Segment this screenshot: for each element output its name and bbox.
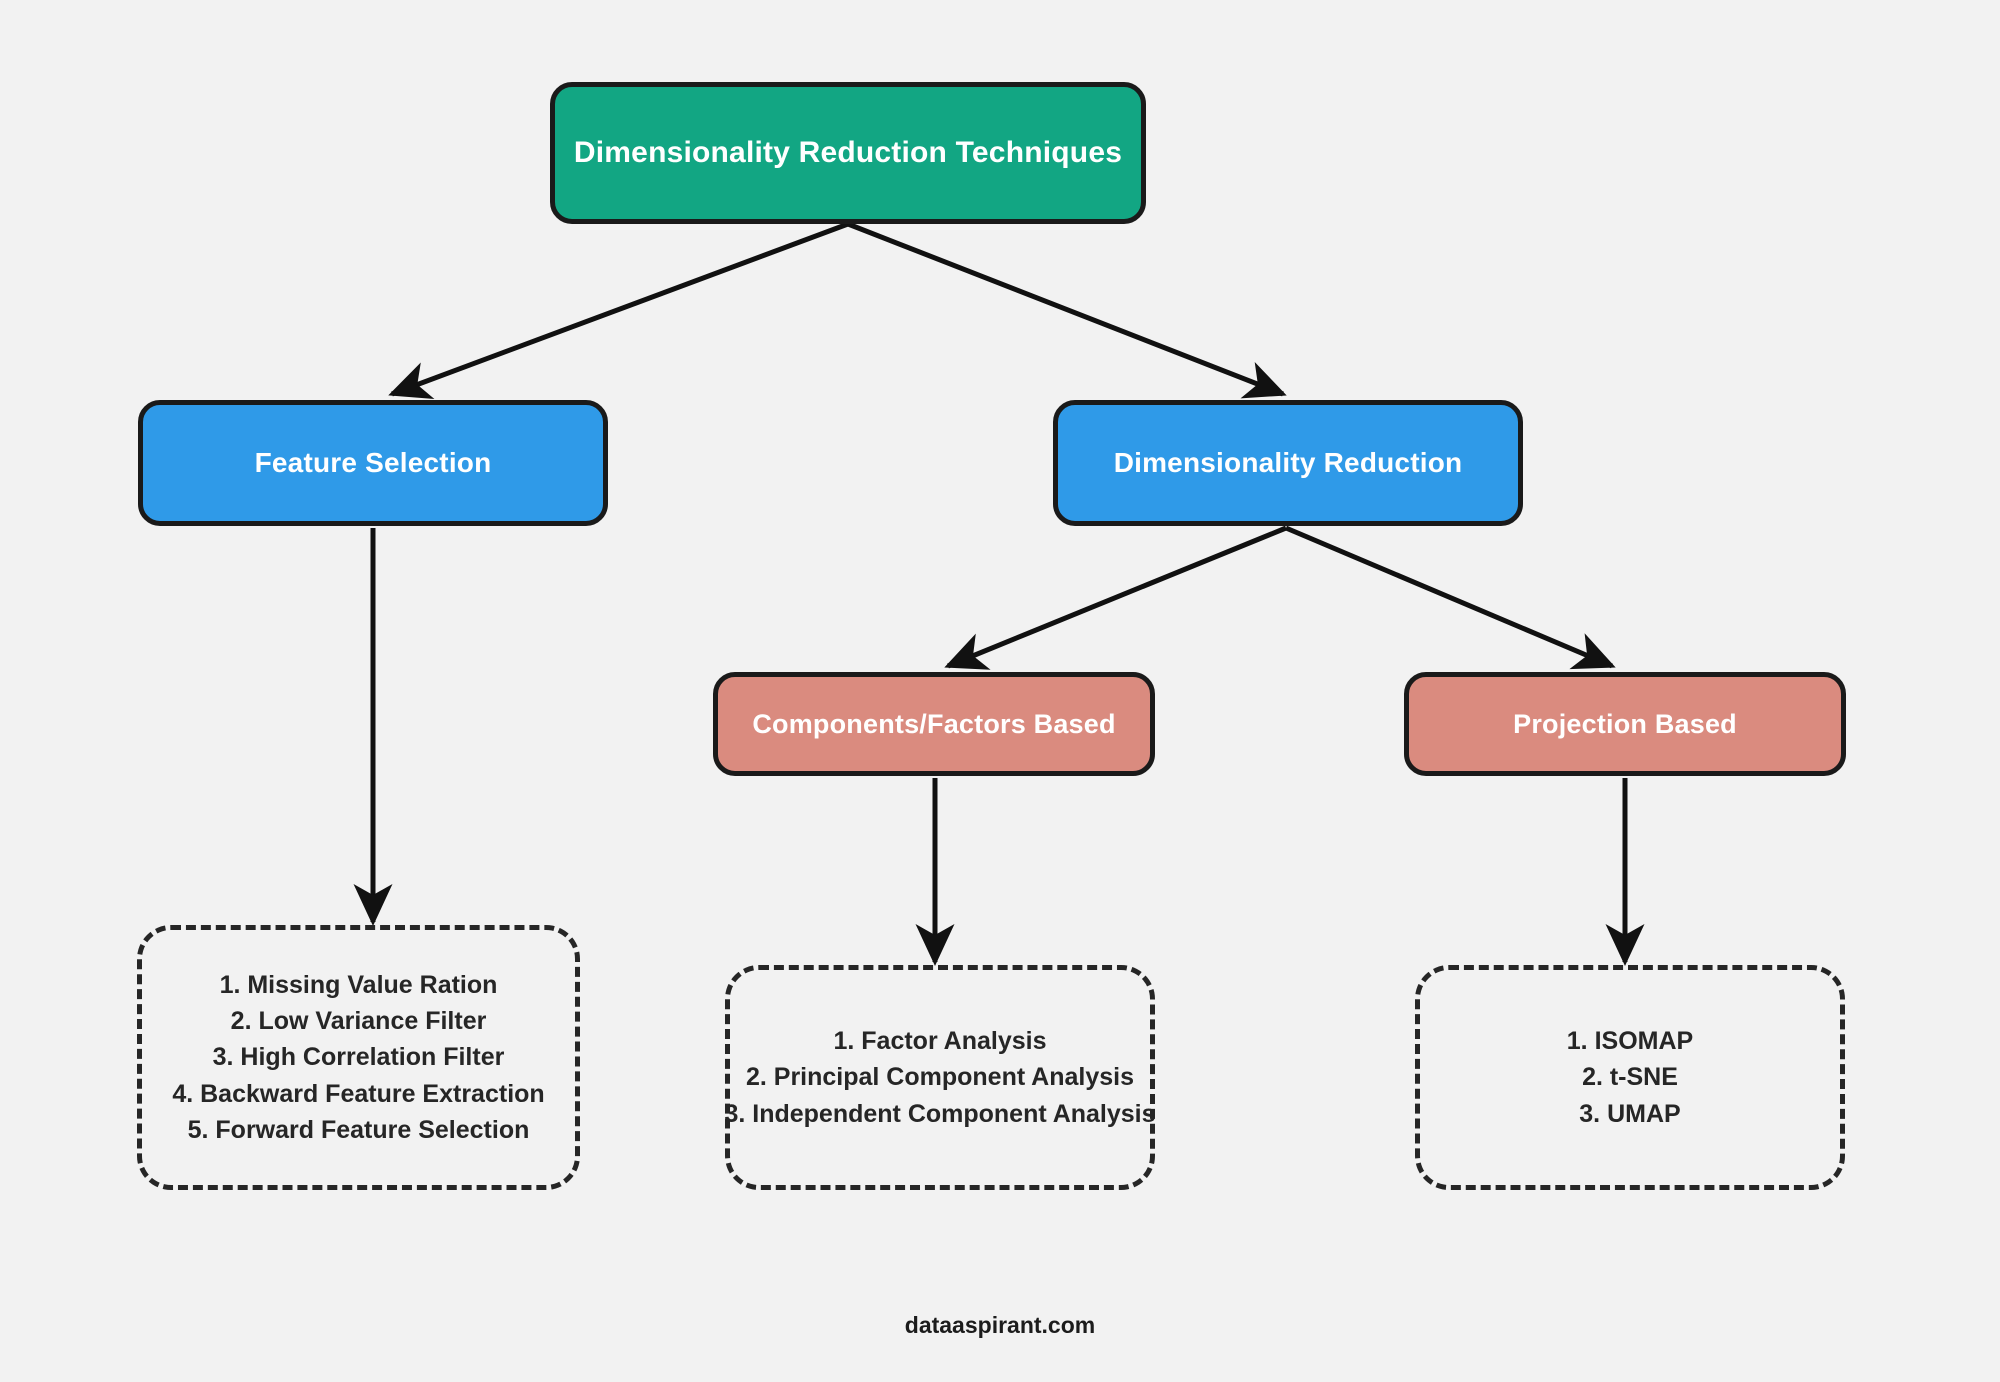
list-item: 3. UMAP (1579, 1099, 1681, 1128)
footer-watermark: dataaspirant.com (0, 1312, 2000, 1339)
edge-root-to-dimensionality-reduction (847, 221, 1287, 399)
list-item: 4. Backward Feature Extraction (172, 1079, 545, 1108)
listbox-projection-methods: 1. ISOMAP 2. t-SNE 3. UMAP (1415, 965, 1845, 1190)
projection-method-list: 1. ISOMAP 2. t-SNE 3. UMAP (1567, 1023, 1693, 1132)
footer-label: dataaspirant.com (904, 1312, 1096, 1338)
list-item: 2. t-SNE (1582, 1063, 1678, 1092)
list-item: 2. Low Variance Filter (230, 1007, 487, 1036)
list-item: 1. Missing Value Ration (219, 970, 498, 999)
list-item: 3. High Correlation Filter (212, 1043, 505, 1072)
node-feature-selection-label: Feature Selection (254, 447, 492, 478)
edge-dr-to-projection (1285, 525, 1616, 670)
node-root-label: Dimensionality Reduction Techniques (573, 136, 1123, 169)
node-dimensionality-reduction-label: Dimensionality Reduction (1113, 447, 1463, 478)
listbox-components-factors-methods: 1. Factor Analysis 2. Principal Componen… (724, 965, 1156, 1190)
edge-dr-to-components-factors (944, 525, 1287, 670)
node-feature-selection[interactable]: Feature Selection (138, 400, 608, 526)
list-item: 2. Principal Component Analysis (745, 1063, 1135, 1092)
node-dimensionality-reduction-techniques[interactable]: Dimensionality Reduction Techniques (550, 82, 1146, 224)
list-item: 5. Forward Feature Selection (187, 1115, 530, 1144)
list-item: 1. Factor Analysis (833, 1027, 1047, 1056)
node-components-factors-based[interactable]: Components/Factors Based (713, 672, 1155, 776)
node-projection-based-label: Projection Based (1513, 708, 1737, 739)
list-item: 1. ISOMAP (1566, 1027, 1694, 1056)
feature-selection-method-list: 1. Missing Value Ration 2. Low Variance … (172, 967, 544, 1148)
components-factors-method-list: 1. Factor Analysis 2. Principal Componen… (724, 1023, 1155, 1132)
edge-root-to-feature-selection (388, 221, 849, 399)
listbox-feature-selection-methods: 1. Missing Value Ration 2. Low Variance … (137, 925, 580, 1190)
list-item: 3. Independent Component Analysis (724, 1099, 1156, 1128)
node-projection-based[interactable]: Projection Based (1404, 672, 1846, 776)
node-dimensionality-reduction[interactable]: Dimensionality Reduction (1053, 400, 1523, 526)
node-components-factors-based-label: Components/Factors Based (752, 708, 1116, 739)
